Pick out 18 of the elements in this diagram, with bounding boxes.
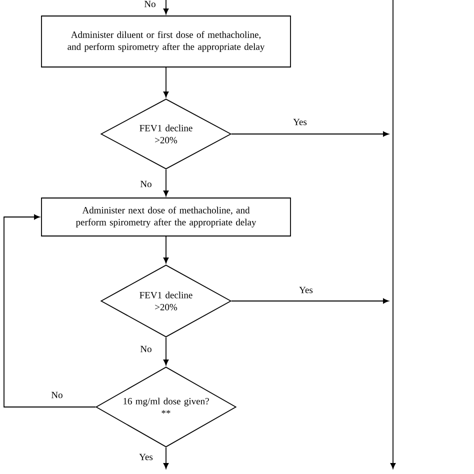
edge-label: Yes bbox=[138, 452, 154, 462]
edge-label: Yes bbox=[298, 286, 314, 294]
edge-label: No bbox=[50, 390, 64, 400]
arrow bbox=[4, 214, 96, 408]
edge-label: No bbox=[143, 0, 157, 8]
arrow bbox=[231, 298, 389, 304]
arrow bbox=[163, 67, 169, 98]
edge-label: No bbox=[139, 344, 153, 354]
arrow bbox=[163, 0, 169, 14]
arrow bbox=[163, 169, 169, 196]
arrow bbox=[163, 236, 169, 264]
process-box: Administer next dose of methacholine, and perform spirometry after the appropriate delay bbox=[41, 198, 291, 236]
arrow bbox=[163, 337, 169, 366]
edge-label: No bbox=[139, 180, 153, 188]
process-box: Administer diluent or first dose of methacholine, and perform spirometry after the appropriate delay bbox=[41, 16, 291, 68]
edge-label: Yes bbox=[292, 118, 308, 126]
arrow bbox=[231, 131, 389, 137]
arrow bbox=[163, 447, 169, 469]
